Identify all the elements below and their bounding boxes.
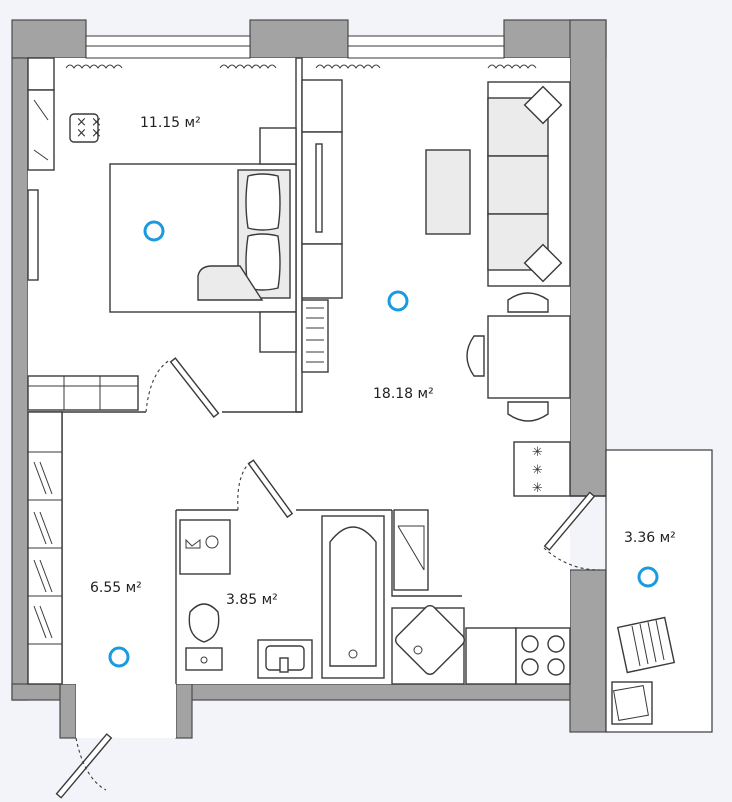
toilet-icon <box>188 603 220 643</box>
room-labels: 11.15 м² 18.18 м² 3.36 м² 6.55 м² 3.85 м… <box>90 115 676 608</box>
room-area-balcony: 3.36 м² <box>624 530 676 546</box>
hallway-wardrobe <box>27 411 63 685</box>
bathroom-fixtures <box>179 509 429 679</box>
balcony-furniture <box>611 616 676 725</box>
room-area-bathroom: 3.85 м² <box>226 592 278 608</box>
room-markers <box>108 220 659 668</box>
stove-burner-icon: ✳ <box>532 445 543 460</box>
stove-burner-icon: ✳ <box>532 463 543 478</box>
room-marker-icon[interactable] <box>108 646 130 668</box>
washing-machine-icon <box>179 519 231 575</box>
svg-text:× ×: × × <box>76 126 102 141</box>
room-area-bedroom: 11.15 м² <box>140 115 201 131</box>
svg-text:× ×: × × <box>76 115 102 130</box>
room-area-living-kitchen: 18.18 м² <box>373 386 434 402</box>
doors <box>55 357 601 799</box>
kitchen-furniture: ✳ ✳ ✳ <box>391 441 571 685</box>
bedroom-furniture: × × × × <box>27 57 297 411</box>
room-marker-icon[interactable] <box>637 566 659 588</box>
stove-burner-icon: ✳ <box>532 481 543 496</box>
room-marker-icon[interactable] <box>387 290 409 312</box>
room-marker-icon[interactable] <box>143 220 165 242</box>
windows <box>65 35 537 69</box>
living-furniture <box>301 79 571 422</box>
room-area-hallway: 6.55 м² <box>90 580 142 596</box>
